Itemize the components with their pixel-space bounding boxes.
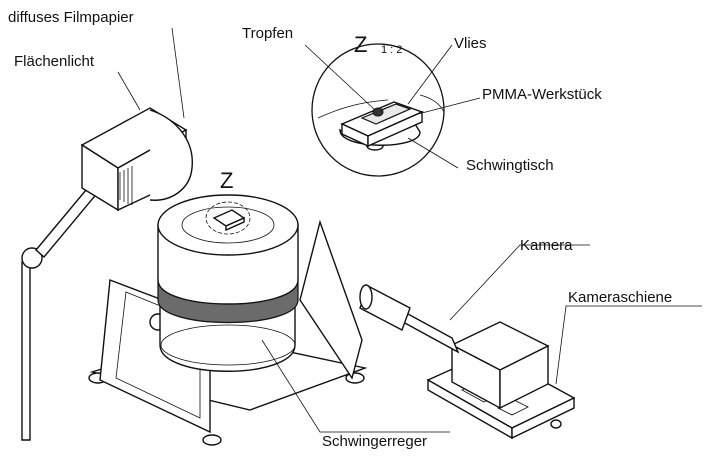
leader-schwingtisch [407, 137, 459, 169]
leader-kameraschiene [555, 305, 702, 385]
label-kameraschiene: Kameraschiene [568, 289, 672, 306]
leader-kamera [449, 244, 590, 321]
area-light [21, 107, 193, 441]
camera-assembly [359, 284, 576, 440]
label-z-marker: Z [220, 168, 233, 193]
label-flaechenlicht: Flächenlicht [14, 53, 95, 70]
label-vlies: Vlies [454, 35, 487, 52]
label-detail-z: Z [354, 32, 367, 57]
leader-filmpapier [171, 27, 185, 119]
label-pmma: PMMA-Werkstück [482, 86, 602, 103]
label-schwingtisch: Schwingtisch [466, 157, 554, 174]
leader-pmma [417, 97, 481, 115]
leader-flaechenlicht [117, 71, 141, 111]
label-scale: 1 : 2 [381, 44, 402, 56]
detail-z [311, 43, 445, 177]
label-tropfen: Tropfen [242, 25, 293, 42]
leader-vlies [407, 44, 453, 105]
label-schwingerreger: Schwingerreger [322, 433, 427, 450]
label-filmpapier: diffuses Filmpapier [8, 9, 134, 26]
leader-tropfen [304, 44, 376, 111]
label-kamera: Kamera [520, 237, 573, 254]
leader-schwingerreger [261, 339, 450, 433]
shaker [88, 194, 368, 446]
